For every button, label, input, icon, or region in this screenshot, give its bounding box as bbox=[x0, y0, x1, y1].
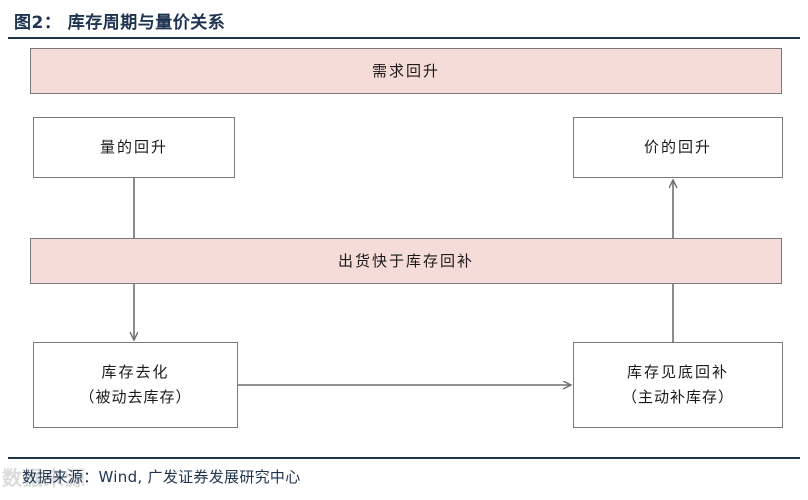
node-destocking[interactable]: 库存去化 （被动去库存） bbox=[33, 342, 238, 428]
node-destocking-sublabel: （被动去库存） bbox=[79, 388, 192, 406]
node-destocking-label: 库存去化 bbox=[101, 363, 170, 382]
footer-divider bbox=[8, 457, 800, 459]
node-restocking-label: 库存见底回补 bbox=[626, 363, 729, 382]
page-title: 图2： 库存周期与量价关系 bbox=[14, 13, 226, 33]
node-shipment-faster-than-restock[interactable]: 出货快于库存回补 bbox=[30, 238, 782, 284]
node-price-rise[interactable]: 价的回升 bbox=[573, 117, 783, 178]
title-divider bbox=[8, 37, 800, 39]
node-volume-rise-label: 量的回升 bbox=[99, 138, 168, 157]
node-restocking[interactable]: 库存见底回补 （主动补库存） bbox=[573, 342, 783, 428]
node-restocking-sublabel: （主动补库存） bbox=[621, 388, 734, 406]
node-demand-rise-label: 需求回升 bbox=[371, 61, 440, 80]
node-price-rise-label: 价的回升 bbox=[643, 138, 712, 157]
node-shipment-faster-than-restock-label: 出货快于库存回补 bbox=[337, 251, 474, 270]
source-note: 数据来源：Wind, 广发证券发展研究中心 bbox=[22, 468, 301, 486]
node-volume-rise[interactable]: 量的回升 bbox=[33, 117, 235, 178]
node-demand-rise[interactable]: 需求回升 bbox=[30, 48, 782, 94]
